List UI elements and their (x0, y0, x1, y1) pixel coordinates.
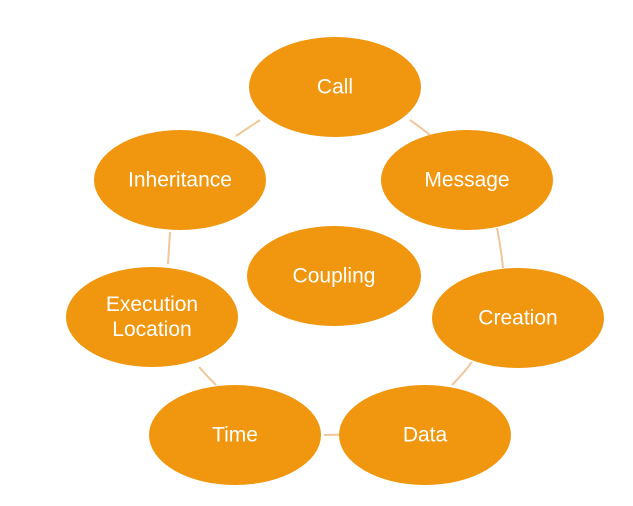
connector-call-message (409, 119, 431, 136)
node-inheritance-shape (94, 130, 266, 230)
node-inheritance: Inheritance (94, 130, 266, 230)
node-data-shape (339, 385, 511, 485)
center-node-coupling: Coupling (247, 226, 421, 326)
node-creation-label: Creation (478, 307, 557, 330)
node-execution-location-label-line-1: Execution (106, 293, 198, 316)
node-time: Time (149, 385, 321, 485)
node-call-shape (249, 37, 421, 137)
node-time-label: Time (212, 424, 258, 447)
node-message-label: Message (424, 169, 509, 192)
node-message-shape (381, 130, 553, 230)
node-inheritance-label: Inheritance (128, 169, 232, 192)
node-creation: Creation (432, 268, 604, 368)
connector-execution-inheritance (167, 231, 171, 265)
node-call: Call (249, 37, 421, 137)
center-node-shape (247, 226, 421, 326)
node-creation-shape (432, 268, 604, 368)
node-message: Message (381, 130, 553, 230)
center-node-label: Coupling (293, 265, 376, 288)
connector-time-execution (198, 366, 217, 386)
connector-message-creation (496, 227, 504, 269)
node-time-shape (149, 385, 321, 485)
connector-creation-data (451, 361, 473, 386)
node-data: Data (339, 385, 511, 485)
node-call-label: Call (317, 76, 353, 99)
node-execution-location-shape (66, 267, 238, 367)
node-execution-location-label-line-2: Location (112, 318, 191, 341)
node-data-label: Data (403, 424, 448, 447)
connector-inheritance-call (235, 119, 261, 137)
cycle-connectors (167, 119, 504, 436)
